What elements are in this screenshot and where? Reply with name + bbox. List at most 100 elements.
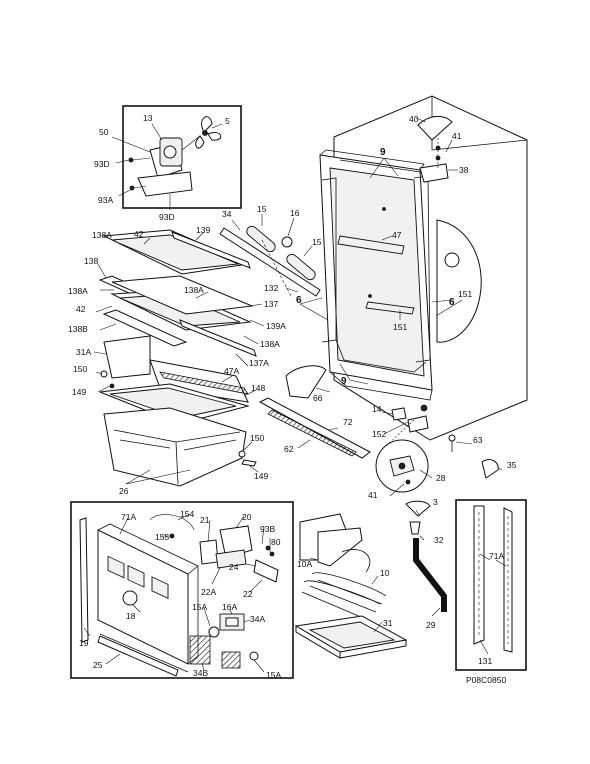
label-19: 19 bbox=[79, 638, 89, 648]
label-152: 152 bbox=[372, 429, 386, 439]
label-47a: 47A bbox=[224, 366, 239, 376]
cabinet bbox=[299, 95, 528, 441]
control-panel-inset bbox=[70, 501, 294, 679]
defrost-heater-group bbox=[294, 500, 447, 659]
label-150-b: 150 bbox=[250, 433, 264, 443]
label-22a: 22A bbox=[201, 587, 216, 597]
part-labels: 13 5 50 93D 93A 93D 40 41 38 9 34 15 16 … bbox=[68, 113, 517, 685]
label-138a-a: 138A bbox=[92, 230, 112, 240]
drain-cup-3 bbox=[405, 500, 431, 517]
label-50: 50 bbox=[99, 127, 109, 137]
label-150-a: 150 bbox=[73, 364, 87, 374]
shelf-frame-138a bbox=[111, 275, 254, 315]
label-42-a: 42 bbox=[134, 229, 144, 239]
label-24: 24 bbox=[229, 562, 239, 572]
crisper-section bbox=[93, 335, 259, 487]
thermostat-21 bbox=[199, 539, 219, 565]
panel-trim-25 bbox=[97, 635, 179, 677]
clip-35 bbox=[481, 459, 499, 479]
label-139: 139 bbox=[196, 225, 210, 235]
label-6-b: 6 bbox=[449, 297, 455, 308]
evaporator-fan-inset bbox=[111, 105, 242, 210]
label-26: 26 bbox=[119, 486, 129, 496]
cabinet-drain-hole bbox=[444, 252, 460, 268]
screw-93a-icon bbox=[129, 185, 135, 191]
shelf-bracket-16 bbox=[281, 236, 293, 248]
label-29: 29 bbox=[426, 620, 436, 630]
label-149-b: 149 bbox=[254, 471, 268, 481]
label-9-b: 9 bbox=[341, 376, 347, 387]
fan-mount-plate bbox=[137, 171, 193, 197]
cabinet-side-panel bbox=[436, 219, 482, 343]
fan-blade bbox=[195, 116, 222, 149]
label-15-b: 15 bbox=[312, 237, 322, 247]
label-34: 34 bbox=[222, 209, 232, 219]
label-138a-b: 138A bbox=[68, 286, 88, 296]
shelf-roller-15a bbox=[246, 225, 276, 253]
label-93d-a: 93D bbox=[94, 159, 110, 169]
label-139a: 139A bbox=[266, 321, 286, 331]
part-152 bbox=[407, 415, 429, 433]
label-138a-c: 138A bbox=[184, 285, 204, 295]
label-32: 32 bbox=[434, 535, 444, 545]
bracket-22 bbox=[253, 559, 279, 583]
label-42-b: 42 bbox=[76, 304, 86, 314]
label-80: 80 bbox=[271, 537, 281, 547]
toe-grille-72 bbox=[258, 397, 371, 459]
label-22: 22 bbox=[243, 589, 253, 599]
drain-tube-29 bbox=[413, 538, 447, 612]
label-28: 28 bbox=[436, 473, 446, 483]
label-71a-a: 71A bbox=[121, 512, 136, 522]
label-154: 154 bbox=[180, 509, 194, 519]
label-47: 47 bbox=[392, 230, 402, 240]
door-rail-inset bbox=[455, 499, 527, 671]
shelf-rail-137a bbox=[179, 319, 257, 357]
pan-cover-31a bbox=[103, 335, 151, 379]
label-14: 14 bbox=[372, 404, 382, 414]
control-panel-frame bbox=[70, 501, 294, 679]
label-10a: 10A bbox=[297, 559, 312, 569]
label-18: 18 bbox=[126, 611, 136, 621]
label-148: 148 bbox=[251, 383, 265, 393]
label-66: 66 bbox=[313, 393, 323, 403]
fan-inset-frame bbox=[122, 105, 242, 209]
label-41-b: 41 bbox=[368, 490, 378, 500]
fan-motor-hub bbox=[163, 145, 177, 159]
label-63: 63 bbox=[473, 435, 483, 445]
shelf-frame-139 bbox=[171, 231, 251, 269]
label-131: 131 bbox=[478, 656, 492, 666]
control-knob-18 bbox=[122, 590, 138, 606]
shelf-trim-138b bbox=[102, 309, 188, 347]
glide-150-icon bbox=[100, 370, 108, 378]
light-shield-15a bbox=[221, 651, 241, 669]
shelf-rail-34 bbox=[219, 227, 321, 297]
clip-149b bbox=[241, 459, 257, 467]
label-155: 155 bbox=[155, 532, 169, 542]
label-93b: 93B bbox=[260, 524, 275, 534]
fan-shaft bbox=[181, 135, 201, 151]
lower-cabinet-parts bbox=[258, 365, 503, 497]
drain-fitting-32 bbox=[409, 521, 421, 535]
label-16a: 16A bbox=[222, 602, 237, 612]
hinge-38 bbox=[419, 163, 449, 183]
label-34b: 34B bbox=[193, 668, 208, 678]
upper-shelf-rail-group bbox=[219, 214, 321, 299]
shelf-roller-15b bbox=[286, 253, 316, 281]
crisper-drawer-26 bbox=[103, 407, 247, 487]
fan-blade-hub bbox=[202, 130, 208, 136]
screw-149-icon bbox=[109, 383, 115, 389]
label-31: 31 bbox=[383, 618, 393, 628]
label-71a-b: 71A bbox=[489, 551, 504, 561]
screw-93d-icon bbox=[128, 157, 134, 163]
label-3: 3 bbox=[433, 497, 438, 507]
shelf-support-151 bbox=[365, 301, 415, 315]
toe-grille-vent-62 bbox=[267, 409, 357, 457]
label-5: 5 bbox=[225, 116, 230, 126]
label-93a: 93A bbox=[98, 195, 113, 205]
label-72: 72 bbox=[343, 417, 353, 427]
leveling-leg-63 bbox=[448, 434, 456, 442]
label-15a-a: 15A bbox=[192, 602, 207, 612]
label-13: 13 bbox=[143, 113, 153, 123]
glide-150b-icon bbox=[238, 450, 246, 458]
